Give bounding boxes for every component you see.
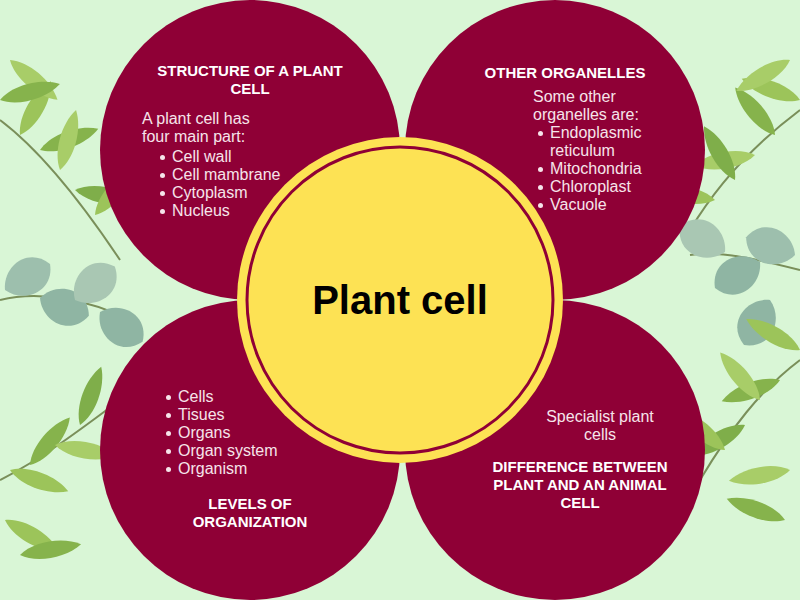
bullet-dot	[166, 395, 171, 400]
bullet-dot	[538, 167, 543, 172]
bullet-dot	[538, 131, 543, 136]
bullet-dot	[166, 449, 171, 454]
body-text: A plant cell has four main part:	[142, 110, 277, 146]
body-text: Specialist plant cells	[530, 408, 670, 444]
bullet-item: Organ system	[178, 442, 328, 460]
bullet-dot	[166, 413, 171, 418]
section-heading: OTHER ORGANELLES	[465, 64, 665, 82]
body-text: Some other organelles are:	[533, 88, 658, 124]
bullet-dot	[538, 203, 543, 208]
left-branch-middle	[0, 248, 153, 356]
circle-outline	[100, 300, 400, 600]
bullet-item: Chloroplast	[550, 178, 675, 196]
bullet-dot	[160, 191, 165, 196]
bullet-item: Vacuole	[550, 196, 675, 214]
circle-outline	[405, 300, 705, 600]
bullet-item: Endoplasmic reticulum	[550, 124, 675, 160]
circle-outline	[247, 147, 553, 453]
center-title: Plant cell	[257, 277, 543, 323]
bullet-item: Organism	[178, 460, 328, 478]
section-heading: LEVELS OF ORGANIZATION	[150, 495, 350, 531]
center-circle: Plant cell	[237, 137, 563, 463]
bullet-dot	[166, 431, 171, 436]
bullet-dot	[160, 173, 165, 178]
bullet-dot	[538, 185, 543, 190]
bullet-item: Cell wall	[172, 148, 312, 166]
section-heading: STRUCTURE OF A PLANT CELL	[150, 62, 350, 98]
bullet-dot	[160, 155, 165, 160]
bullet-dot	[166, 467, 171, 472]
circle-outline	[237, 137, 563, 463]
bullet-dot	[160, 209, 165, 214]
section-heading: DIFFERENCE BETWEEN PLANT AND AN ANIMAL C…	[490, 458, 670, 512]
bullet-item: Mitochondria	[550, 160, 675, 178]
